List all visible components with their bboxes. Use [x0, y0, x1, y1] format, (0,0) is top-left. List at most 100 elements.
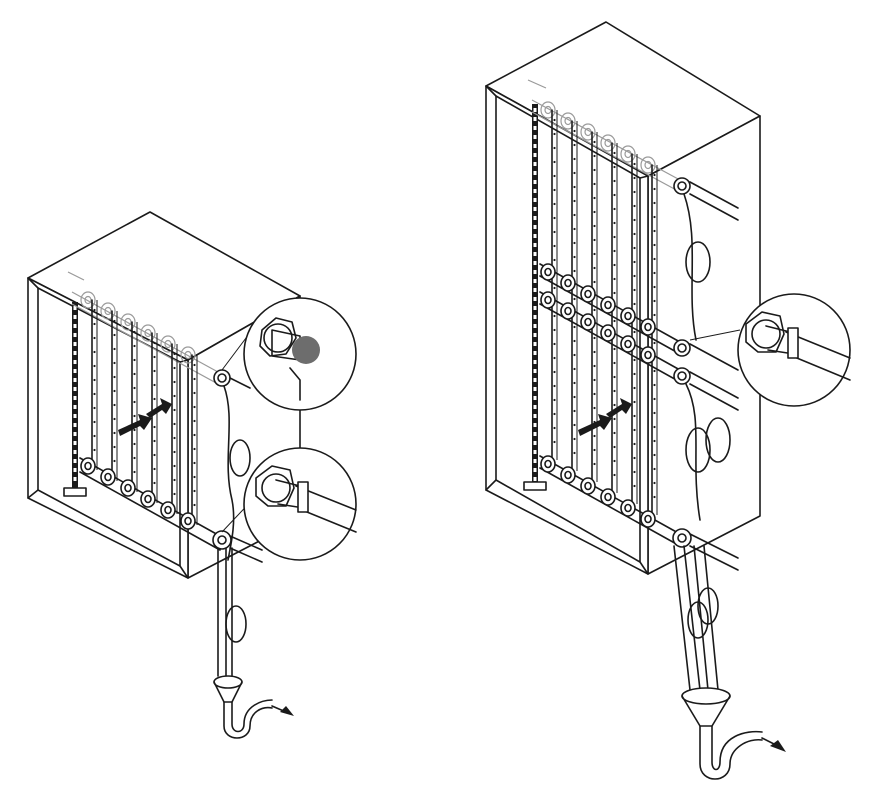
nozzle [133, 442, 136, 446]
nozzle [593, 224, 596, 228]
tube-collar [580, 285, 596, 303]
nozzle [173, 366, 176, 370]
tube-collar-hole [184, 516, 192, 526]
tube-collar [640, 318, 656, 336]
tube-collar [640, 510, 656, 528]
nozzle [573, 297, 576, 301]
nozzle [193, 447, 196, 451]
rail-slot [73, 378, 77, 382]
nozzle [193, 503, 196, 507]
nozzle [573, 255, 576, 259]
nozzle [613, 459, 616, 463]
tube-collar-hole [604, 300, 612, 310]
rail-slot [533, 153, 537, 157]
tube-collar-hole [124, 483, 132, 493]
tube-collar [120, 313, 136, 331]
tube-collar [100, 468, 116, 486]
nozzle [633, 260, 636, 264]
nozzle [553, 244, 556, 248]
tube-collar-hole [644, 322, 652, 332]
nozzle [573, 367, 576, 371]
nozzle [553, 356, 556, 360]
tube-collar-hole [604, 492, 612, 502]
large-duct-housing [485, 21, 761, 575]
nozzle [573, 395, 576, 399]
rail-slot [533, 135, 537, 139]
tube-collar-hole [124, 317, 132, 327]
rail-slot [73, 405, 77, 409]
nozzle [573, 269, 576, 273]
rail-slot [533, 234, 537, 238]
rail-slot [533, 378, 537, 382]
nozzle [133, 400, 136, 404]
nozzle [633, 330, 636, 334]
nozzle [133, 428, 136, 432]
nozzle [633, 274, 636, 278]
nozzle [153, 383, 156, 387]
rail-slot [533, 351, 537, 355]
nozzle [113, 431, 116, 435]
rail-slot [73, 477, 77, 481]
rail-slot [533, 342, 537, 346]
rail-slot [533, 432, 537, 436]
tube-collar [560, 466, 576, 484]
rail-slot [533, 270, 537, 274]
nozzle [573, 171, 576, 175]
nozzle [613, 445, 616, 449]
nozzle [613, 193, 616, 197]
rail-slot [73, 387, 77, 391]
tube-collar-hole [624, 503, 632, 513]
rail-slot [73, 342, 77, 346]
rail-slot [73, 333, 77, 337]
rail-slot [533, 117, 537, 121]
nozzle [553, 258, 556, 262]
nozzle [553, 160, 556, 164]
nozzle [573, 339, 576, 343]
nozzle [613, 375, 616, 379]
large-condensate-hoses [673, 193, 731, 691]
nozzle [593, 252, 596, 256]
large-bottom-header [539, 455, 681, 547]
nozzle [553, 230, 556, 234]
nozzle [633, 470, 636, 474]
rail-slot [533, 180, 537, 184]
nozzle [633, 442, 636, 446]
nozzle [593, 140, 596, 144]
nozzle [93, 350, 96, 354]
large-duct-unit [485, 21, 851, 780]
nozzle [173, 464, 176, 468]
rail-slot [533, 144, 537, 148]
tube-collar-hole [164, 339, 172, 349]
nozzle [193, 433, 196, 437]
nozzle [593, 266, 596, 270]
tube-collar-hole [544, 459, 552, 469]
nozzle [553, 412, 556, 416]
small-airflow-arrows [118, 398, 172, 436]
nozzle [193, 391, 196, 395]
nozzle [613, 473, 616, 477]
nozzle [613, 277, 616, 281]
small-support-rail [63, 271, 87, 497]
rail-slot [533, 387, 537, 391]
nozzle [613, 235, 616, 239]
tube-collar [540, 291, 556, 309]
tube-collar-hole [544, 295, 552, 305]
large-support-rail [523, 79, 547, 491]
nozzle [153, 369, 156, 373]
nozzle [653, 439, 656, 443]
tube-collar-hole [644, 350, 652, 360]
tube-collar [80, 291, 96, 309]
nozzle [573, 423, 576, 427]
nozzle [653, 271, 656, 275]
nozzle [553, 328, 556, 332]
rail-slot [73, 423, 77, 427]
nozzle [633, 190, 636, 194]
tube-collar [580, 477, 596, 495]
tube-collar-hole [144, 494, 152, 504]
nozzle [573, 409, 576, 413]
nozzle [553, 174, 556, 178]
nozzle [613, 361, 616, 365]
tube-collar-hole [624, 149, 632, 159]
tube-collar [600, 488, 616, 506]
